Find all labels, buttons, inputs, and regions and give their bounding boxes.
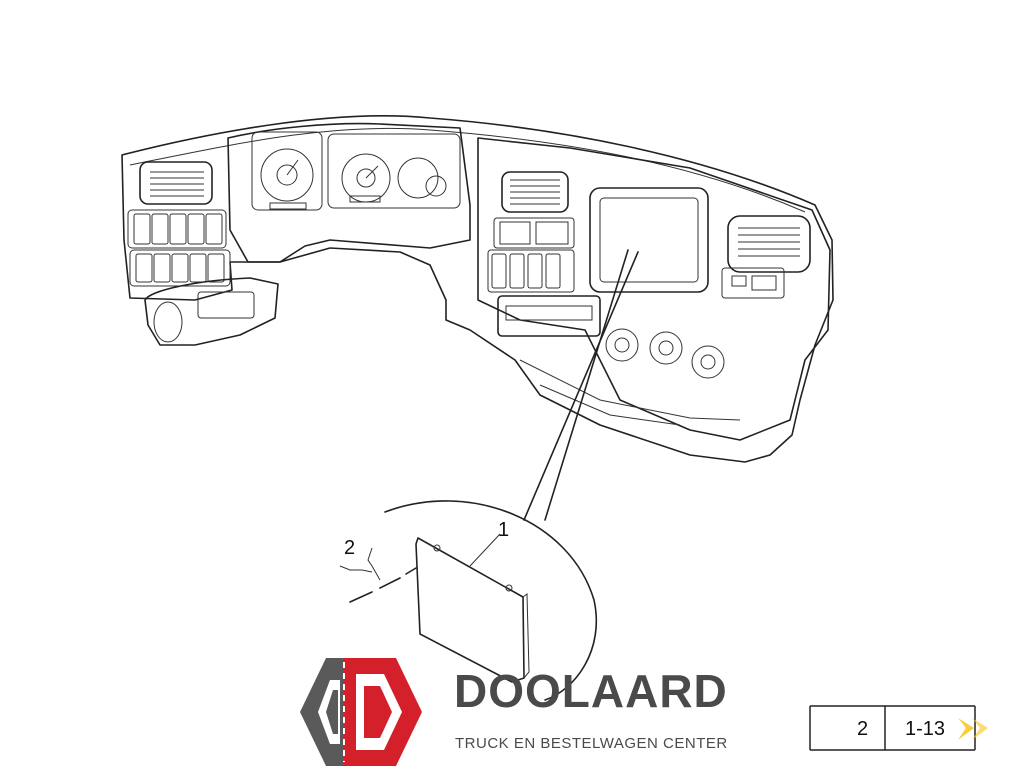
brand-name: DOOLAARD (454, 665, 728, 717)
dashboard-drawing (121, 115, 834, 463)
callout-1: 1 (498, 519, 509, 541)
sheet-number: 2 (857, 718, 868, 740)
brand-tagline: TRUCK EN BESTELWAGEN CENTER (455, 735, 728, 752)
figure-code: 1-13 (905, 718, 945, 740)
callout-2: 2 (344, 537, 355, 559)
part-2-fastener (339, 547, 417, 603)
reference-box (809, 705, 988, 751)
detail-leader (384, 249, 639, 701)
doolaard-logo (300, 658, 422, 766)
part-1-panel (415, 533, 530, 683)
